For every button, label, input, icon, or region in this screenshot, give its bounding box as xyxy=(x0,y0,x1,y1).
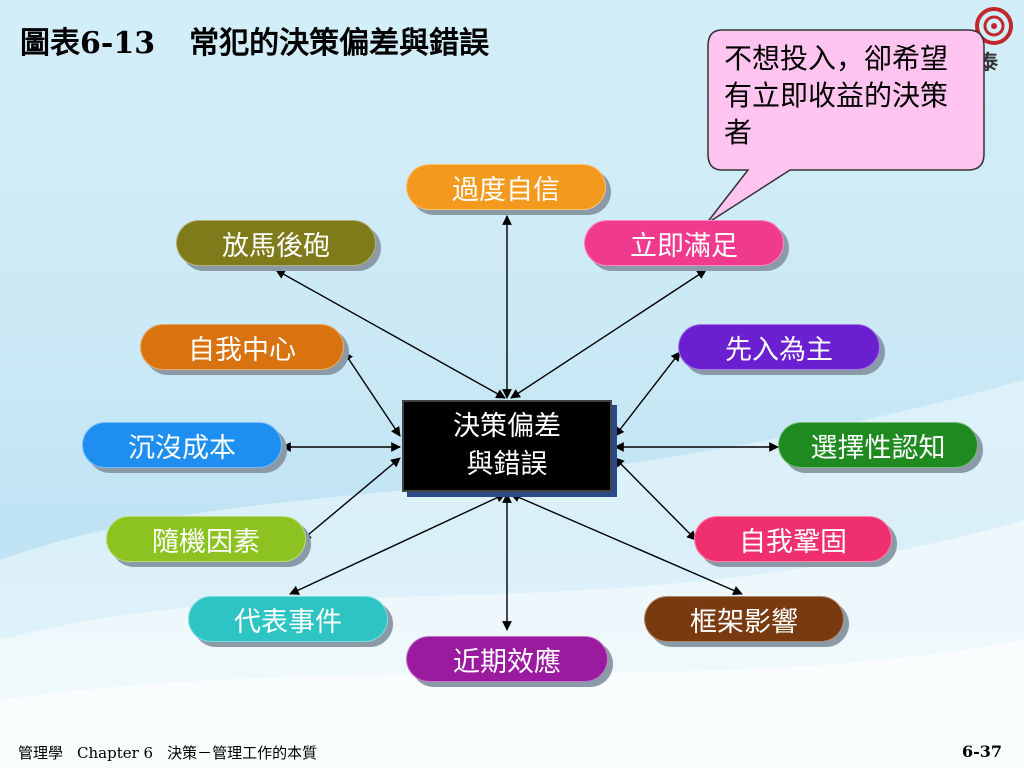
center-line-1: 決策偏差 xyxy=(453,411,561,442)
figure-label: 圖表6-13 xyxy=(20,26,156,61)
center-line-2: 與錯誤 xyxy=(466,449,548,480)
center-box: 決策偏差 與錯誤 xyxy=(402,400,612,492)
node-representation: 代表事件 xyxy=(188,596,388,642)
node-availability: 近期效應 xyxy=(406,636,608,682)
footer-chapter: Chapter 6 xyxy=(77,744,154,762)
callout-text: 不想投入，卻希望有立即收益的決策者 xyxy=(724,42,949,149)
footer-left: 管理學 Chapter 6 決策－管理工作的本質 xyxy=(18,742,331,763)
node-framing: 框架影響 xyxy=(644,596,844,642)
node-selective-perception: 選擇性認知 xyxy=(778,422,978,468)
footer-topic: 決策－管理工作的本質 xyxy=(167,744,318,762)
logo-icon xyxy=(975,7,1013,45)
node-immediate-gratification: 立即滿足 xyxy=(584,220,784,266)
node-sunk-cost: 沉沒成本 xyxy=(82,422,282,468)
node-hindsight: 放馬後砲 xyxy=(176,220,376,266)
node-overconfidence: 過度自信 xyxy=(406,164,606,210)
callout-bubble xyxy=(705,29,985,225)
node-self-serving: 自我中心 xyxy=(140,324,344,370)
node-randomness: 隨機因素 xyxy=(106,516,306,562)
title-text: 常犯的決策偏差與錯誤 xyxy=(189,26,490,61)
node-anchoring: 先入為主 xyxy=(678,324,880,370)
node-confirmation: 自我鞏固 xyxy=(694,516,892,562)
footer-book: 管理學 xyxy=(18,744,64,762)
page-number: 6-37 xyxy=(962,742,1003,761)
page-title: 圖表6-13 常犯的決策偏差與錯誤 xyxy=(20,18,489,62)
